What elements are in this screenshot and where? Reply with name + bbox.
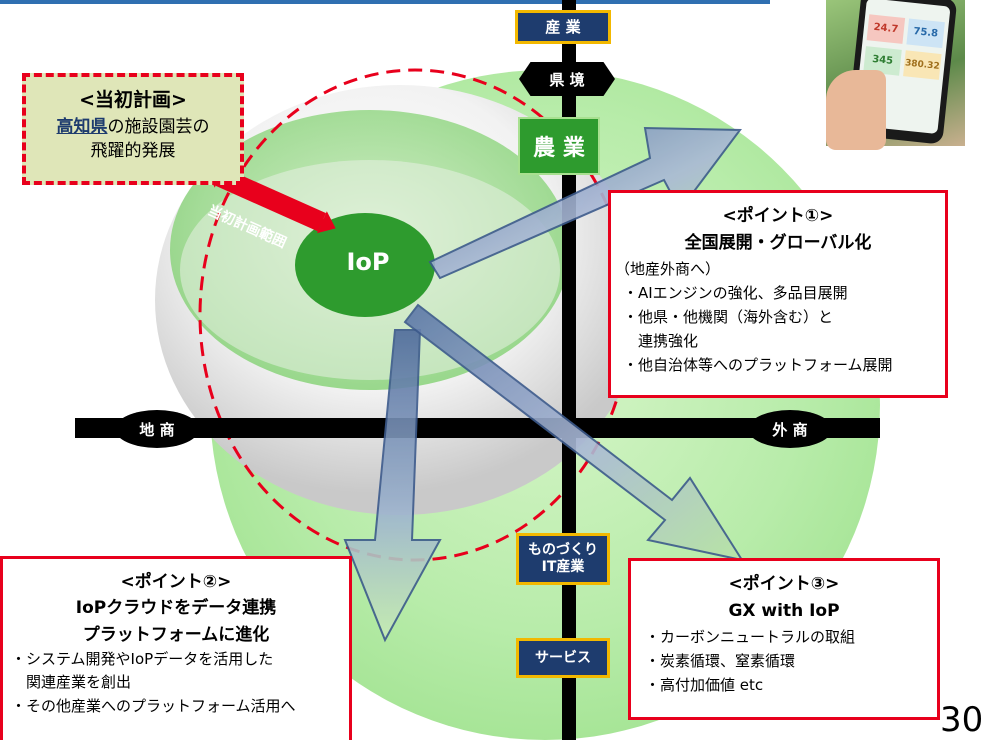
phone-photo: 24.7 75.8 345 380.32 bbox=[826, 0, 965, 150]
point1-line-0: （地産外商へ） bbox=[615, 260, 721, 279]
point1-line-4: ・他自治体等へのプラットフォーム展開 bbox=[623, 356, 893, 375]
tag-service: サービス bbox=[516, 638, 610, 678]
arrow-point3 bbox=[403, 303, 745, 562]
iop-label: IoP bbox=[346, 248, 390, 276]
point2-title: <ポイント②> bbox=[120, 572, 232, 592]
tag-agriculture: 農 業 bbox=[518, 117, 600, 175]
point3-subtitle: GX with IoP bbox=[728, 601, 840, 622]
point2-line-1: 関連産業を創出 bbox=[11, 673, 132, 692]
initial-plan-line1-rest: の施設園芸の bbox=[107, 116, 210, 137]
tag-manufacturing-it-label: ものづくり IT産業 bbox=[528, 542, 598, 575]
point3-line-1: ・炭素循環、窒素循環 bbox=[645, 652, 796, 671]
arrow-point2 bbox=[343, 329, 442, 643]
initial-plan-kochi: 高知県 bbox=[56, 116, 108, 137]
point3-line-0: ・カーボンニュートラルの取組 bbox=[645, 628, 856, 647]
initial-plan-line2: 飛躍的発展 bbox=[90, 141, 176, 162]
point1-line-1: ・AIエンジンの強化、多品目展開 bbox=[623, 284, 848, 303]
top-rule bbox=[0, 0, 770, 4]
tag-industry: 産 業 bbox=[515, 10, 611, 44]
point1-subtitle: 全国展開・グローバル化 bbox=[684, 233, 872, 254]
horizontal-axis bbox=[75, 418, 880, 438]
point2-subtitle1: IoPクラウドをデータ連携 bbox=[75, 598, 277, 619]
vertical-axis bbox=[562, 0, 576, 740]
point2-subtitle2: プラットフォームに進化 bbox=[82, 624, 270, 645]
point1-box: <ポイント①> 全国展開・グローバル化 （地産外商へ） ・AIエンジンの強化、多… bbox=[608, 190, 948, 398]
tag-manufacturing-it: ものづくり IT産業 bbox=[516, 533, 610, 585]
tag-prefecture-border-label: 県 境 bbox=[549, 70, 585, 89]
phone-tile-2: 75.8 bbox=[906, 18, 945, 49]
initial-plan-line1: 高知県の施設園芸の bbox=[26, 115, 240, 140]
page-number: 30 bbox=[940, 700, 983, 740]
point1-line-2: ・他県・他機関（海外含む）と bbox=[623, 308, 834, 327]
point2-line-2: ・その他産業へのプラットフォーム活用へ bbox=[11, 696, 296, 715]
point3-title: <ポイント③> bbox=[728, 574, 840, 594]
pill-external-commerce: 外 商 bbox=[748, 410, 832, 448]
phone-tile-1: 24.7 bbox=[866, 14, 906, 44]
hand bbox=[826, 70, 886, 150]
arrow-point1 bbox=[428, 126, 742, 280]
phone-tile-4: 380.32 bbox=[903, 50, 942, 80]
initial-plan-box: <当初計画> 高知県の施設園芸の 飛躍的発展 bbox=[22, 73, 244, 185]
point1-line-3: 連携強化 bbox=[623, 332, 699, 351]
tag-prefecture-border: 県 境 bbox=[519, 62, 615, 96]
point1-title: <ポイント①> bbox=[722, 206, 834, 226]
initial-plan-title: <当初計画> bbox=[79, 89, 187, 111]
point2-box: <ポイント②> IoPクラウドをデータ連携 プラットフォームに進化 ・システム開… bbox=[0, 556, 352, 740]
point3-line-2: ・高付加価値 etc bbox=[645, 676, 764, 695]
point2-line-0: ・システム開発やIoPデータを活用した bbox=[11, 650, 274, 669]
point3-box: <ポイント③> GX with IoP ・カーボンニュートラルの取組 ・炭素循環… bbox=[628, 558, 940, 720]
iop-node bbox=[295, 213, 435, 317]
pill-local-commerce: 地 商 bbox=[115, 410, 199, 448]
